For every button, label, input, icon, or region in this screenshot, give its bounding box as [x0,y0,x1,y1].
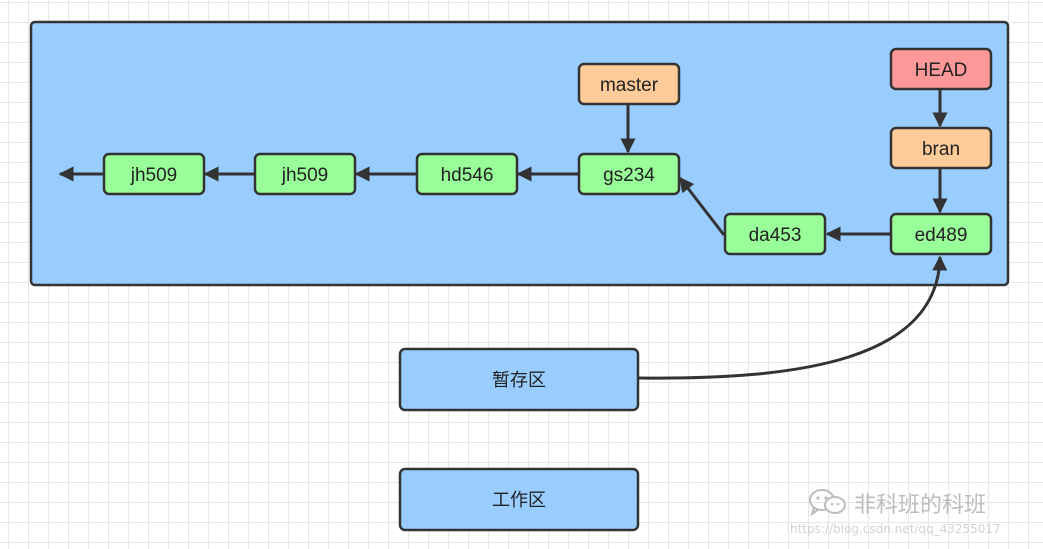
working-area-label: 工作区 [492,490,546,511]
commit-label-1: jh509 [130,165,178,186]
watermark-brand: 非科班的科班 [854,493,987,518]
edges [58,89,948,380]
commit-label-3: hd546 [441,165,494,186]
commit-node-6: ed489 [889,212,993,256]
commit-label-6: ed489 [915,225,968,246]
commit-node-5: da453 [723,212,827,256]
commit-label-2: jh509 [281,165,329,186]
master-branch-label: master [600,75,659,96]
commit-label-5: da453 [749,225,802,246]
commit-label-4: gs234 [603,165,655,186]
staging-area-box: 暂存区 [398,347,640,412]
edge-staging-ed489 [637,255,948,380]
staging-area-label: 暂存区 [492,370,546,391]
commit-node-1: jh509 [102,152,206,196]
head-node: HEAD [889,47,993,91]
commit-node-2: jh509 [253,152,357,196]
commit-node-4: gs234 [577,152,681,196]
bran-branch-node: bran [889,126,993,170]
watermark-url: https://blog.csdn.net/qq_43255017 [790,522,1001,536]
master-branch-node: master [577,62,681,106]
watermark: 非科班的科班 https://blog.csdn.net/qq_43255017 [790,484,1038,544]
edge-da453-gs234 [678,176,726,236]
bran-branch-label: bran [922,139,960,160]
wechat-icon [809,489,846,516]
working-area-box: 工作区 [398,467,640,532]
commit-node-3: hd546 [415,152,519,196]
head-label: HEAD [915,60,968,81]
